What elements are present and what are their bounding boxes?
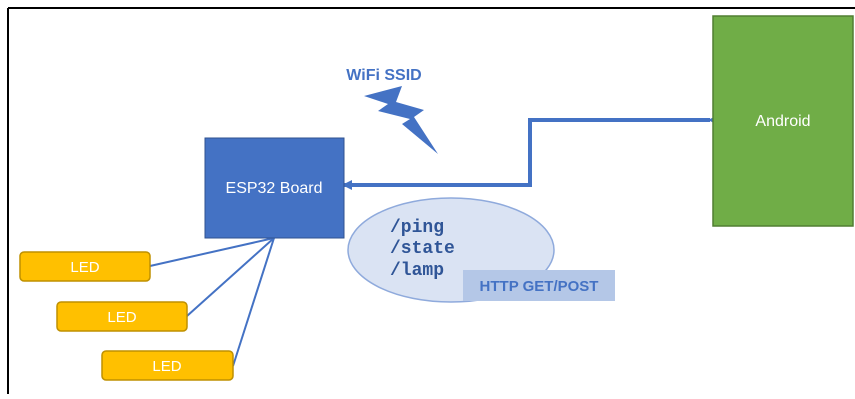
wifi-ssid-label: WiFi SSID: [346, 67, 421, 84]
endpoint-lamp: /lamp: [390, 261, 444, 281]
esp32-board-label: ESP32 Board: [226, 180, 323, 197]
esp32-board-box: [204, 137, 345, 239]
led-box-3: [101, 350, 234, 381]
http-method-label: HTTP GET/POST: [480, 278, 599, 295]
endpoint-state: /state: [390, 239, 455, 259]
android-label: Android: [755, 113, 810, 130]
esp32-android-connector: [342, 115, 718, 190]
led-connector-2: [186, 237, 275, 317]
led-connector-1: [149, 237, 275, 267]
endpoint-ping: /ping: [390, 218, 444, 238]
led-box-1: [19, 251, 151, 282]
led-label-2: LED: [107, 309, 136, 326]
led-connector-3: [232, 237, 275, 367]
http-label-box: [463, 270, 615, 301]
led-label-3: LED: [152, 358, 181, 375]
lightning-bolt-icon: [364, 86, 438, 154]
led-box-2: [56, 301, 188, 332]
android-box: [712, 15, 854, 227]
led-label-1: LED: [70, 259, 99, 276]
